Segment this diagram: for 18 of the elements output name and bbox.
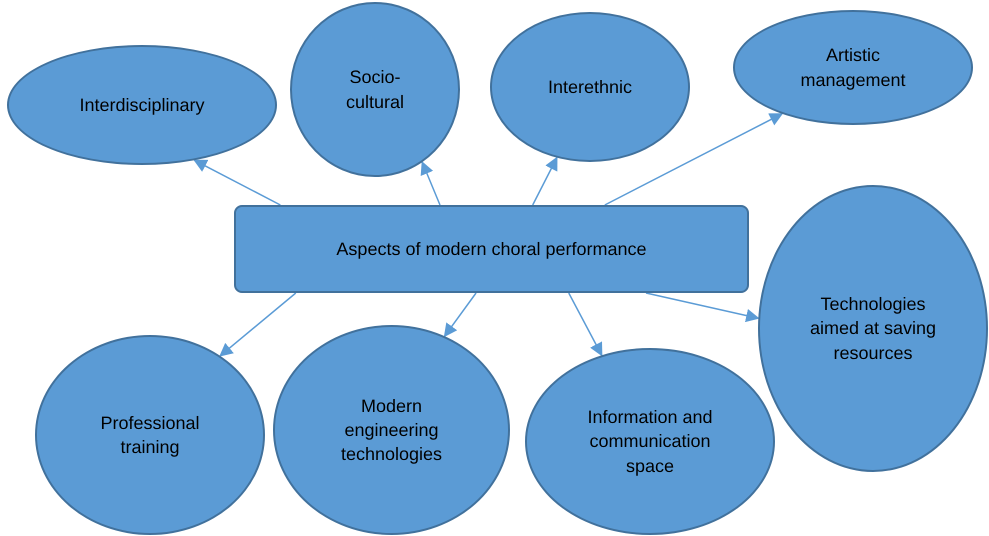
node-label: Technologies aimed at saving resources bbox=[808, 293, 938, 365]
topic-box bbox=[234, 205, 749, 293]
node-label: Interethnic bbox=[546, 76, 634, 99]
arrow bbox=[646, 292, 760, 322]
node-label: Interdisciplinary bbox=[78, 94, 206, 117]
arrow bbox=[444, 292, 477, 338]
arrow bbox=[193, 160, 281, 206]
node-label: Information and communication space bbox=[586, 406, 714, 478]
arrow bbox=[420, 160, 441, 206]
node-label: Modern engineering technologies bbox=[340, 394, 444, 466]
arrow bbox=[532, 156, 558, 206]
node-label: Aspects of modern choral performance bbox=[335, 238, 648, 261]
arrow bbox=[604, 113, 784, 206]
node-label: Socio- cultural bbox=[344, 66, 406, 114]
node-label: Professional training bbox=[99, 412, 201, 459]
node-label: Artistic management bbox=[799, 44, 907, 92]
arrow bbox=[219, 292, 296, 357]
arrow bbox=[568, 292, 602, 356]
